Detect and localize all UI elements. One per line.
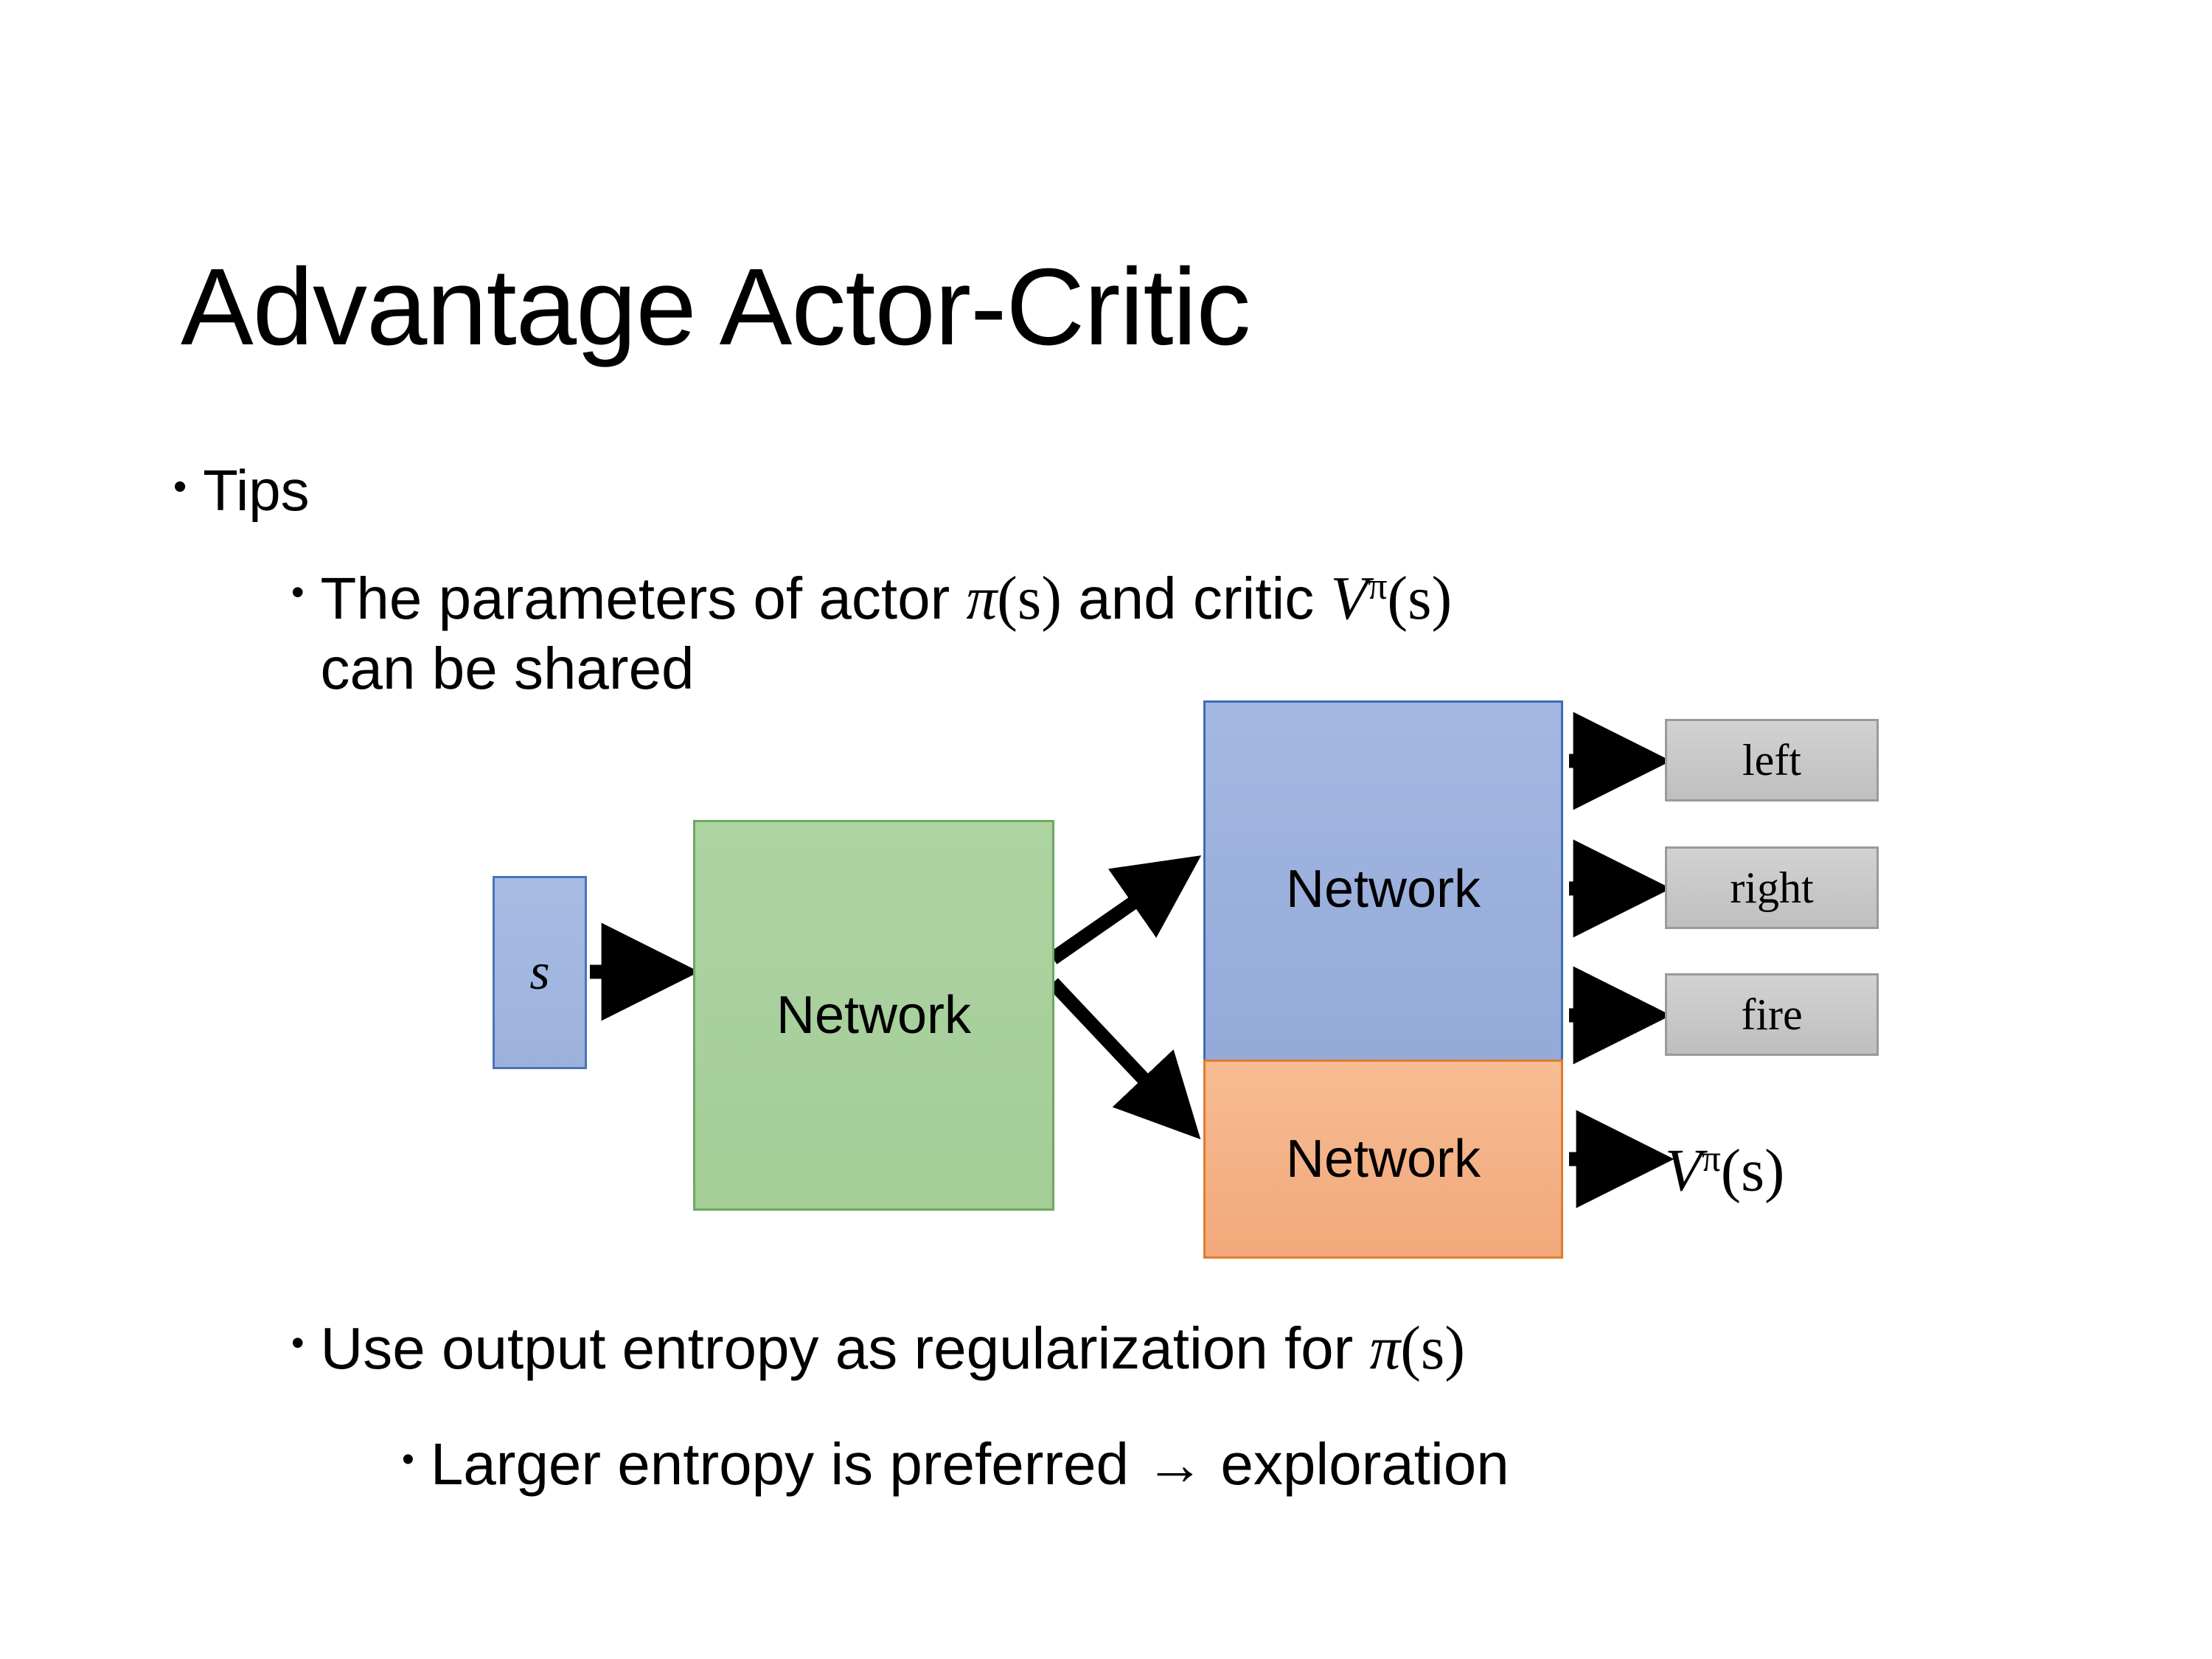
- text-run-3: can be shared: [320, 636, 695, 702]
- node-critic-network-label: Network: [1285, 1130, 1481, 1189]
- node-shared-network[interactable]: Network: [693, 820, 1054, 1211]
- output-box-right-label: right: [1730, 863, 1814, 912]
- output-box-left-label: left: [1742, 735, 1801, 785]
- pi-superscript: π: [1702, 1138, 1721, 1180]
- output-box-right[interactable]: right: [1665, 846, 1879, 929]
- pi-symbol: π: [1369, 1314, 1401, 1382]
- output-box-left[interactable]: left: [1665, 719, 1879, 801]
- page-title: Advantage Actor-Critic: [181, 246, 1251, 369]
- output-box-fire[interactable]: fire: [1665, 973, 1879, 1056]
- pi-symbol: π: [966, 564, 998, 632]
- node-state-input[interactable]: s: [493, 876, 587, 1069]
- bullet-marker-icon: •: [291, 571, 305, 613]
- bullet-larger-entropy: • Larger entropy is preferred → explorat…: [402, 1430, 1509, 1498]
- arrow-shared-to-actor: [1048, 855, 1202, 964]
- bullet-marker-icon: •: [173, 465, 187, 508]
- node-actor-network[interactable]: Network: [1203, 700, 1563, 1078]
- math-pi-of-s: π(s): [1370, 1314, 1465, 1382]
- v-arg: (s): [1720, 1136, 1785, 1204]
- bullet-shared-parameters-label: The parameters of actor π(s) and critic …: [321, 562, 1453, 704]
- math-pi-of-s: π(s): [966, 564, 1061, 632]
- critic-output-value: Vπ(s): [1665, 1135, 1784, 1205]
- arrow-shared-to-critic: [1048, 978, 1201, 1140]
- pi-arg: (s): [997, 564, 1062, 632]
- text-run-1: Use output entropy as regularization for: [320, 1315, 1370, 1381]
- math-v-pi-of-s: Vπ(s): [1331, 564, 1453, 632]
- bullet-entropy-label: Use output entropy as regularization for…: [321, 1312, 1465, 1383]
- node-critic-network[interactable]: Network: [1203, 1060, 1563, 1259]
- node-shared-network-label: Network: [776, 986, 972, 1045]
- text-run-2: and critic: [1061, 566, 1331, 631]
- text-run-1: The parameters of actor: [320, 566, 967, 631]
- pi-superscript: π: [1368, 566, 1388, 608]
- output-box-fire-label: fire: [1741, 990, 1803, 1039]
- v-arg: (s): [1387, 564, 1453, 632]
- bullet-shared-parameters: • The parameters of actor π(s) and criti…: [291, 562, 2098, 704]
- v-symbol: V: [1330, 564, 1368, 632]
- bullet-marker-icon: •: [291, 1322, 305, 1363]
- bullet-marker-icon: •: [402, 1440, 414, 1479]
- bullet-entropy-regularization: • Use output entropy as regularization f…: [291, 1312, 1465, 1383]
- bullet-tips: • Tips: [173, 457, 310, 524]
- node-state-label: s: [529, 944, 550, 1001]
- pi-arg: (s): [1400, 1314, 1465, 1382]
- node-actor-network-label: Network: [1285, 860, 1481, 919]
- bullet-larger-entropy-label: Larger entropy is preferred → exploratio…: [430, 1431, 1509, 1497]
- v-symbol: V: [1665, 1136, 1703, 1204]
- bullet-tips-label: Tips: [203, 458, 310, 523]
